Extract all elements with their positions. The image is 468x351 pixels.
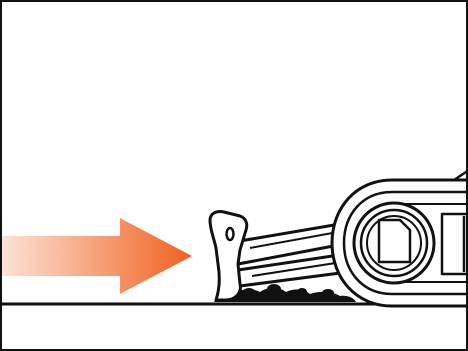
debris-pile [214,284,356,302]
drive-wheel [352,201,436,285]
push-arm [232,222,350,288]
body-panel [440,212,466,276]
push-direction-arrow [2,218,192,294]
bulldozer-blade [208,210,249,302]
